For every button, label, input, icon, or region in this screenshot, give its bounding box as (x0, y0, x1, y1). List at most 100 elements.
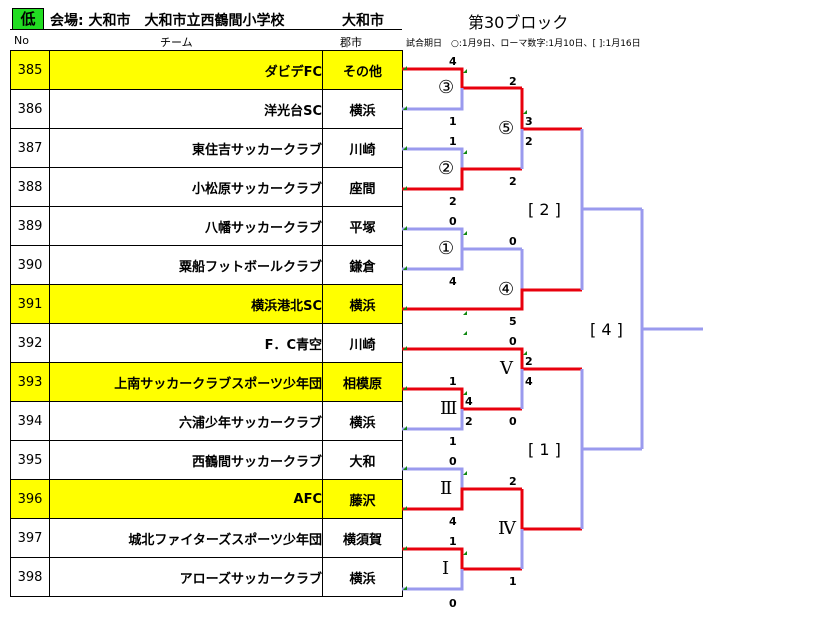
bracket-line (402, 487, 522, 511)
team-city: 鎌倉 (322, 245, 403, 285)
bracket-line (640, 209, 703, 331)
bracket-line (580, 369, 642, 451)
team-city: 横浜 (322, 89, 403, 129)
team-name: ダビデFC (49, 50, 323, 90)
team-no: 385 (10, 50, 50, 90)
score: 0 (449, 215, 457, 228)
team-no: 389 (10, 206, 50, 246)
tick-mark (403, 106, 407, 110)
team-name: 洋光台SC (49, 89, 323, 129)
team-city: 座間 (322, 167, 403, 207)
team-no: 396 (10, 479, 50, 519)
team-name: 東住吉サッカークラブ (49, 128, 323, 168)
match-label: Ⅰ (442, 558, 450, 579)
score: 1 (449, 135, 457, 148)
team-name: 六浦少年サッカークラブ (49, 401, 323, 441)
tick-mark (403, 586, 407, 590)
bracket-line (520, 489, 582, 531)
tick-mark (463, 231, 467, 235)
team-city: 横浜 (322, 557, 403, 597)
tick-mark (403, 386, 407, 390)
bracket-line (402, 387, 522, 411)
team-no: 395 (10, 440, 50, 480)
match-label: Ⅲ (440, 398, 458, 419)
team-name: 城北ファイターズスポーツ少年団 (49, 518, 323, 558)
match-label: ④ (498, 279, 515, 300)
score: 3 (525, 115, 533, 128)
score: 0 (509, 415, 517, 428)
team-no: 386 (10, 89, 50, 129)
round-label: [ 1 ] (528, 440, 561, 459)
team-city: 相模原 (322, 362, 403, 402)
bracket-line (402, 547, 522, 571)
score: 2 (509, 75, 517, 88)
tick-mark (403, 426, 407, 430)
score: 1 (449, 435, 457, 448)
score: 0 (449, 597, 457, 610)
column-header-city: 郡市 (340, 36, 362, 49)
team-city: 川崎 (322, 323, 403, 363)
team-no: 388 (10, 167, 50, 207)
score: 4 (525, 375, 533, 388)
match-label: ⑤ (498, 118, 515, 139)
score: 1 (449, 375, 457, 388)
score: 0 (509, 335, 517, 348)
team-no: 392 (10, 323, 50, 363)
team-city: 横浜 (322, 284, 403, 324)
score: 2 (525, 135, 533, 148)
tick-mark (403, 346, 407, 350)
score: 2 (449, 195, 457, 208)
bracket-line (402, 569, 464, 591)
venue-city: 大和市 (342, 13, 384, 29)
match-label: Ⅱ (440, 478, 453, 499)
score: 4 (449, 55, 457, 68)
bracket-line (402, 88, 464, 111)
match-label: ② (438, 158, 455, 179)
bracket-line (402, 227, 522, 251)
score: 4 (449, 515, 457, 528)
venue-label: 会場: 大和市 大和市立西鶴間小学校 (50, 13, 285, 29)
score: 5 (509, 315, 517, 328)
tick-mark (403, 506, 407, 510)
column-header-team: チーム (160, 36, 193, 49)
team-name: 小松原サッカークラブ (49, 167, 323, 207)
block-title: 第30ブロック (468, 13, 569, 32)
bracket-line (402, 249, 464, 271)
team-name: 西鶴間サッカークラブ (49, 440, 323, 480)
team-no: 393 (10, 362, 50, 402)
team-no: 390 (10, 245, 50, 285)
score: 4 (449, 275, 457, 288)
tick-mark (463, 311, 467, 315)
header-divider (10, 29, 402, 30)
bracket-line (402, 67, 522, 90)
team-name: F．C青空 (49, 323, 323, 363)
bracket-line (402, 347, 582, 371)
score: 1 (509, 575, 517, 588)
team-city: 大和 (322, 440, 403, 480)
team-city: 川崎 (322, 128, 403, 168)
round-label: [ 4 ] (590, 320, 623, 339)
bracket-line (402, 167, 522, 191)
tick-mark (523, 110, 527, 114)
team-no: 398 (10, 557, 50, 597)
tick-mark (463, 471, 467, 475)
tick-mark (403, 226, 407, 230)
tick-mark (403, 66, 407, 70)
team-no: 397 (10, 518, 50, 558)
tick-mark (403, 146, 407, 150)
tick-mark (523, 351, 527, 355)
match-label: Ⅴ (500, 358, 513, 379)
tick-mark (463, 331, 467, 335)
tick-mark (463, 391, 467, 395)
tick-mark (403, 466, 407, 470)
team-no: 391 (10, 284, 50, 324)
